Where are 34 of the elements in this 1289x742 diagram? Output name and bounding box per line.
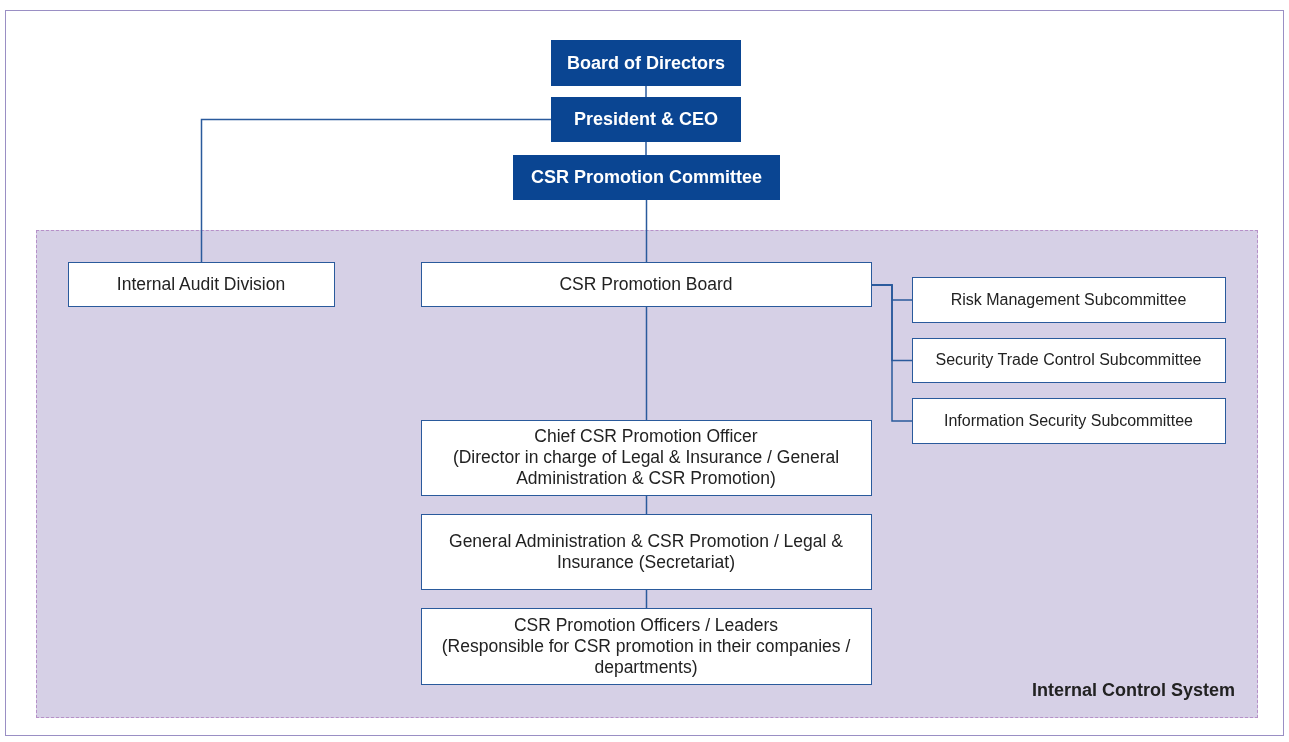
box-title: Board of Directors <box>566 52 726 74</box>
box-title: Internal Audit Division <box>115 273 287 295</box>
box-title: CSR Promotion Board <box>558 273 734 295</box>
connector-line <box>645 306 648 421</box>
org-box <box>420 419 872 496</box>
box-title: Information Security Subcommittee <box>943 410 1194 431</box>
org-box <box>911 337 1226 383</box>
box-description: (Director in charge of Legal & Insurance / General Administration & CSR Promotion) <box>451 447 841 489</box>
org-box <box>420 261 872 307</box>
box-title: President & CEO <box>572 109 719 130</box>
connector-line <box>645 199 648 263</box>
org-box <box>911 397 1226 444</box>
group-band <box>36 230 1258 718</box>
box-title: General Administration & CSR Promotion / Legal & Insurance (Secretariat) <box>448 530 844 573</box>
org-box <box>420 607 872 685</box>
group-label: Internal Control System <box>1031 680 1235 701</box>
org-box <box>513 155 780 200</box>
org-box <box>551 97 741 142</box>
box-title: CSR Promotion Committee <box>530 167 763 188</box>
connector-line <box>645 495 648 515</box>
org-box <box>551 40 741 86</box>
connector-line <box>645 589 648 609</box>
box-description: (Responsible for CSR promotion in their companies / departments) <box>440 635 852 678</box>
connector-line <box>645 141 647 156</box>
box-title: Risk Management Subcommittee <box>949 289 1188 310</box>
box-title: Security Trade Control Subcommittee <box>934 350 1203 370</box>
org-box <box>420 513 872 590</box>
connector-line <box>645 85 647 98</box>
box-title: Chief CSR Promotion Officer <box>533 426 759 447</box>
box-title: CSR Promotion Officers / Leaders <box>512 614 780 636</box>
org-box <box>911 276 1226 323</box>
connector-line <box>200 118 552 263</box>
org-box <box>67 261 335 307</box>
connector-line <box>871 284 913 422</box>
